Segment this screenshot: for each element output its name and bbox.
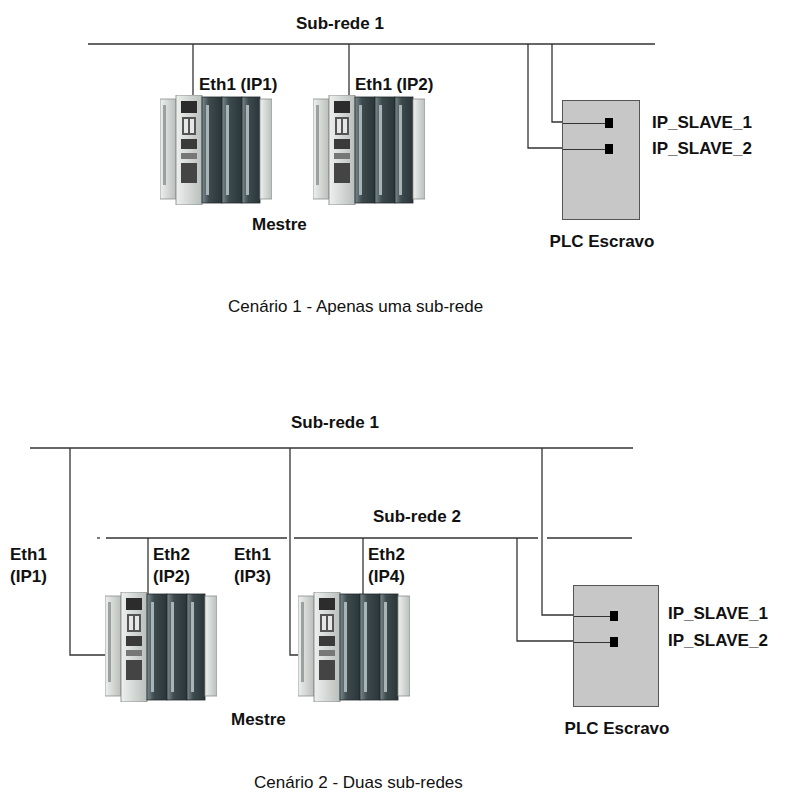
slave-ip-label: IP_SLAVE_2 xyxy=(668,630,768,652)
slave-plc-box: PLC Escravo xyxy=(562,100,640,220)
slave-plc-label: PLC Escravo xyxy=(550,232,655,252)
ethernet-port xyxy=(610,611,618,621)
interface-label: Eth1 (IP1) xyxy=(199,74,277,96)
master-plc xyxy=(298,592,410,702)
master-plc xyxy=(105,592,217,702)
port-wire xyxy=(563,123,605,124)
interface-label: Eth1 (IP3) xyxy=(234,544,286,588)
slave-plc-box: PLC Escravo xyxy=(573,585,659,707)
port-wire xyxy=(574,616,610,617)
slave-ip-label: IP_SLAVE_2 xyxy=(652,138,752,160)
master-label: Mestre xyxy=(252,214,307,236)
slave-ip-label: IP_SLAVE_1 xyxy=(652,112,752,134)
interface-label: Eth1 (IP2) xyxy=(355,74,433,96)
master-label: Mestre xyxy=(231,709,286,731)
subnet-label: Sub-rede 1 xyxy=(291,412,379,434)
ethernet-port xyxy=(610,637,618,647)
interface-label: Eth1 (IP1) xyxy=(10,544,62,588)
master-plc xyxy=(313,95,425,205)
slave-plc-label: PLC Escravo xyxy=(565,719,670,739)
master-plc xyxy=(160,95,272,205)
interface-label: Eth2 (IP2) xyxy=(153,544,205,588)
subnet-label: Sub-rede 2 xyxy=(373,506,461,528)
scenario-caption: Cenário 2 - Duas sub-redes xyxy=(254,772,463,794)
interface-label: Eth2 (IP4) xyxy=(368,544,420,588)
port-wire xyxy=(574,642,610,643)
subnet-label: Sub-rede 1 xyxy=(296,13,384,35)
ethernet-port xyxy=(605,118,613,128)
ethernet-port xyxy=(605,144,613,154)
slave-ip-label: IP_SLAVE_1 xyxy=(668,603,768,625)
scenario-caption: Cenário 1 - Apenas uma sub-rede xyxy=(228,296,483,318)
port-wire xyxy=(563,149,605,150)
